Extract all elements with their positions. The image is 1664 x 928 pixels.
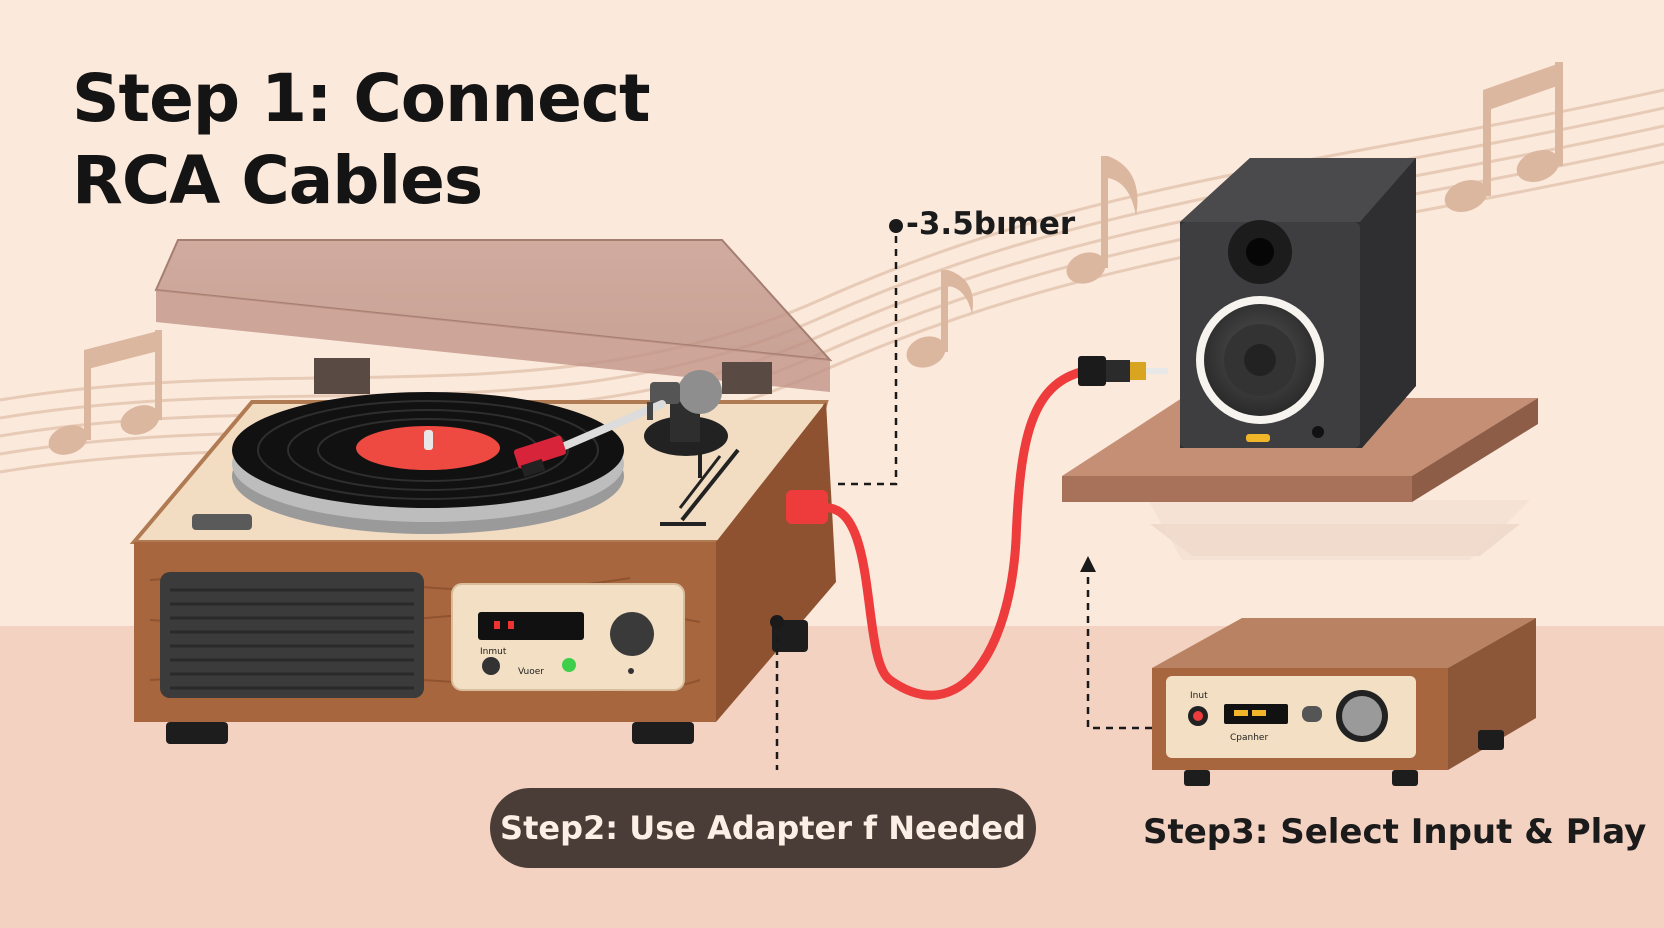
receiver: Inut Cpanher (1152, 618, 1536, 786)
turntable-button[interactable] (192, 514, 252, 530)
power-led (562, 658, 576, 672)
rca-cable (817, 365, 1095, 700)
rca-plug-speaker (1078, 356, 1168, 386)
title-line-2: RCA Cables (72, 142, 483, 219)
label-dot (889, 219, 903, 233)
receiver-panel-center-label: Cpanher (1230, 733, 1268, 743)
turntable: Inmut Vuoer (129, 239, 836, 744)
turntable-display (478, 612, 584, 640)
cable-label: -3.5bımer (906, 206, 1076, 242)
turntable-panel-left-label: Inmut (480, 647, 507, 657)
music-note-icon (906, 270, 973, 368)
step2-pill: Step2: Use Adapter f Needed (490, 788, 1036, 868)
volume-knob[interactable] (610, 612, 654, 656)
arrow-up-icon (1080, 556, 1096, 572)
step3-label: Step3: Select Input & Play (1143, 812, 1647, 852)
tonearm (513, 370, 740, 526)
speaker-led (1246, 434, 1270, 442)
receiver-panel-left-label: Inut (1190, 691, 1208, 701)
music-note-icon (48, 330, 162, 455)
turntable-panel-bottom-label: Vuoer (518, 667, 544, 677)
page-title: Step 1: Connect RCA Cables (72, 58, 651, 222)
rca-plug-turntable (786, 490, 828, 524)
step2-label: Step2: Use Adapter f Needed (500, 809, 1026, 847)
music-note-icon (1066, 156, 1138, 284)
speaker (1180, 158, 1416, 448)
music-note-icon (1444, 62, 1563, 212)
guide-lines (775, 228, 1152, 770)
title-line-1: Step 1: Connect (72, 60, 651, 137)
cable-anchor-dot (770, 615, 784, 629)
